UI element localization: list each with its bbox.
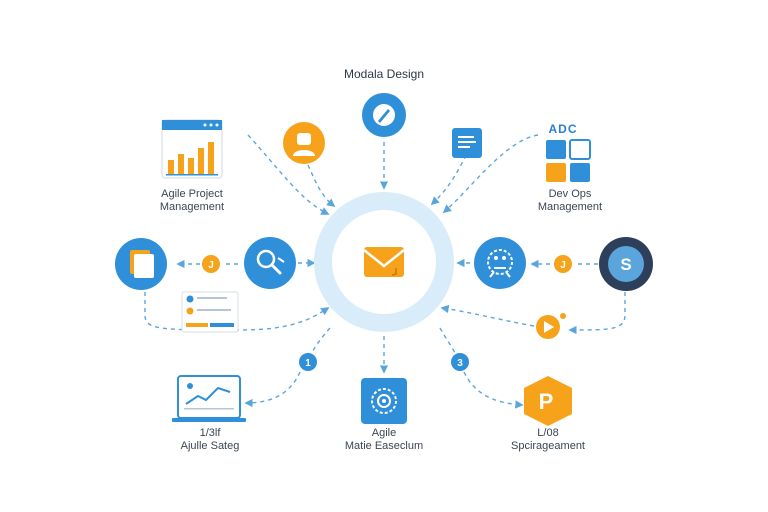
left-node[interactable] xyxy=(115,238,167,290)
dashboard-window-icon xyxy=(161,119,223,179)
connector-user xyxy=(307,164,336,208)
bottom-left-label-line2: Ajulle Sateg xyxy=(180,440,240,452)
form-card xyxy=(181,291,239,333)
play-icon xyxy=(544,321,554,333)
right-badge-text: J xyxy=(560,260,566,271)
connector-bottom-right xyxy=(439,327,459,359)
connector-play xyxy=(440,304,535,327)
center-hub[interactable] xyxy=(314,192,454,332)
bottom-right-label-line2: Spcirageament xyxy=(511,440,585,452)
top-right-label-line2: Management xyxy=(537,201,603,213)
bottom-center-label-line2: Matie Easeclum xyxy=(344,440,424,452)
laptop-chart-icon xyxy=(172,375,246,422)
connector-bl-badge xyxy=(244,371,301,408)
top-node-label: Modala Design xyxy=(343,67,425,81)
top-left-label-line2: Management xyxy=(159,201,225,213)
top-left-label-line1: Agile Project xyxy=(161,188,223,200)
gear-icon xyxy=(371,388,397,414)
document-node[interactable] xyxy=(452,128,482,158)
connectors xyxy=(144,134,626,409)
form-card-icon xyxy=(181,291,239,333)
top-left-node[interactable] xyxy=(161,119,223,179)
right-node[interactable] xyxy=(599,237,653,291)
notebook-icon xyxy=(130,250,154,278)
connector-br-badge xyxy=(463,371,524,409)
hexagon-icon xyxy=(524,376,572,426)
search-icon xyxy=(256,249,285,275)
scan-node[interactable] xyxy=(474,237,526,289)
left-badge-text: J xyxy=(208,260,214,271)
connector-right-loop xyxy=(568,292,626,335)
right-badge xyxy=(554,255,572,273)
left-badge xyxy=(202,255,220,273)
connector-top-right xyxy=(442,134,539,214)
bottom-right-label-line1: L/08 xyxy=(537,427,559,439)
connector-left-loop xyxy=(144,292,330,331)
search-node[interactable] xyxy=(244,237,296,289)
bottom-right-badge-text: 3 xyxy=(457,358,463,369)
user-node[interactable] xyxy=(283,122,325,164)
right-node-icon-text: S xyxy=(620,255,631,274)
bottom-right-badge xyxy=(451,353,469,371)
bottom-center-label-line1: Agile xyxy=(371,427,397,439)
bottom-left-badge xyxy=(299,353,317,371)
top-node[interactable] xyxy=(362,93,406,137)
bottom-left-badge-text: 1 xyxy=(305,358,311,369)
bottom-right-node[interactable] xyxy=(524,376,572,426)
grid-blocks-icon xyxy=(546,139,591,182)
top-right-label-line1: Dev Ops xyxy=(548,188,592,200)
connector-bottom-left xyxy=(307,327,331,363)
scan-icon xyxy=(487,249,513,278)
top-right-node[interactable] xyxy=(546,139,591,182)
connector-doc xyxy=(430,154,467,206)
envelope-icon xyxy=(363,247,405,277)
bottom-left-label-line1: 1/3lf xyxy=(199,427,221,439)
document-icon xyxy=(452,128,482,158)
user-icon xyxy=(293,133,315,156)
bottom-left-node[interactable] xyxy=(172,375,246,422)
hexagon-text: P xyxy=(539,389,554,414)
play-node[interactable] xyxy=(536,313,566,339)
compass-icon xyxy=(373,104,395,126)
bottom-center-node[interactable] xyxy=(361,378,407,424)
top-right-heading: ADC xyxy=(548,122,578,136)
